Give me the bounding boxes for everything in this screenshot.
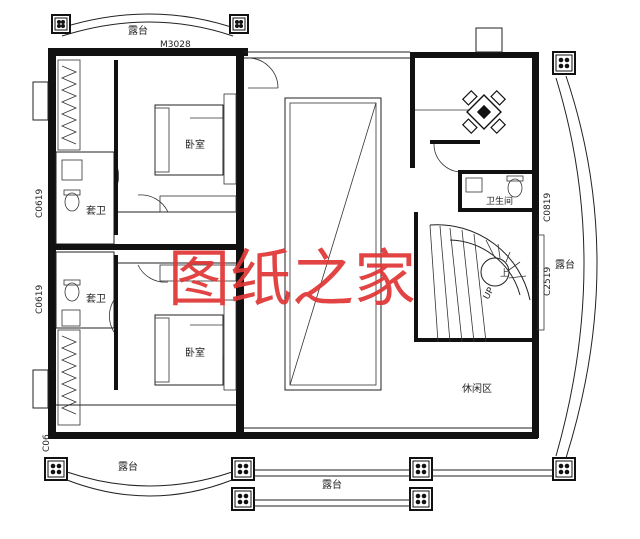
terrace-bottom-center-label: 露台 (322, 478, 342, 491)
column-marker (409, 487, 433, 511)
watermark-text: 图纸之家 (168, 242, 416, 315)
terrace-bottom: 露台 露台 (66, 460, 553, 507)
stair-up-label: 上 (500, 268, 509, 279)
column-marker (51, 14, 71, 34)
nightstand-wardrobe (223, 93, 237, 185)
bay-window-left-upper (32, 81, 49, 121)
bay-window-left-lower (32, 369, 49, 409)
window-code-left-upper: C0619 (35, 189, 45, 218)
sink (61, 159, 83, 181)
wardrobe-left-upper (57, 59, 81, 151)
window-code-left-lower: C0619 (35, 285, 45, 314)
tea-room (410, 58, 507, 173)
wardrobe-left-lower (57, 329, 81, 426)
bedroom-upper: 卧室 (137, 93, 237, 213)
terrace-top: 露台 (54, 13, 241, 37)
bedroom-upper-label: 卧室 (185, 138, 205, 151)
chimney (475, 27, 503, 53)
bedroom-lower: 卧室 (137, 264, 237, 391)
terrace-right-label: 露台 (555, 258, 575, 271)
bedroom-lower-label: 卧室 (185, 346, 205, 359)
ensuite-lower: 套卫 (55, 251, 115, 333)
ensuite-lower-label: 套卫 (86, 292, 106, 305)
wardrobe (159, 264, 237, 282)
terrace-bottom-left-label: 露台 (118, 460, 138, 473)
terrace-top-label: 露台 (128, 24, 148, 37)
toilet (507, 178, 523, 198)
stair-mark: UP (482, 286, 497, 302)
window-code-right-upper: C0819 (543, 193, 553, 222)
ensuite-upper: 套卫 (55, 151, 120, 245)
bathroom: 卫生间 (458, 170, 534, 212)
toilet (64, 192, 80, 212)
column-marker (229, 14, 249, 34)
sink (61, 309, 81, 327)
outer-walls (48, 48, 539, 439)
bathroom-label: 卫生间 (486, 195, 513, 207)
spiral-staircase: 上 UP (414, 212, 532, 343)
atrium-void (284, 97, 382, 391)
column-marker (231, 487, 255, 511)
column-marker (409, 457, 433, 481)
column-marker (552, 51, 576, 75)
nightstand-wardrobe (223, 299, 237, 391)
window-code-left-bottom: C06 (42, 434, 52, 452)
column-marker (552, 457, 576, 481)
tv-cabinet (159, 195, 237, 213)
column-markers (44, 14, 576, 511)
window-code-right-middle: C2519 (543, 267, 553, 296)
column-marker (44, 457, 68, 481)
toilet (64, 282, 80, 302)
tea-table (461, 89, 507, 135)
ensuite-upper-label: 套卫 (86, 204, 106, 217)
column-marker (231, 457, 255, 481)
sink (465, 177, 483, 193)
door-code-top-label: M3028 (160, 40, 191, 50)
terrace-right: 露台 (555, 75, 598, 459)
lounge-label: 休闲区 (462, 382, 492, 395)
